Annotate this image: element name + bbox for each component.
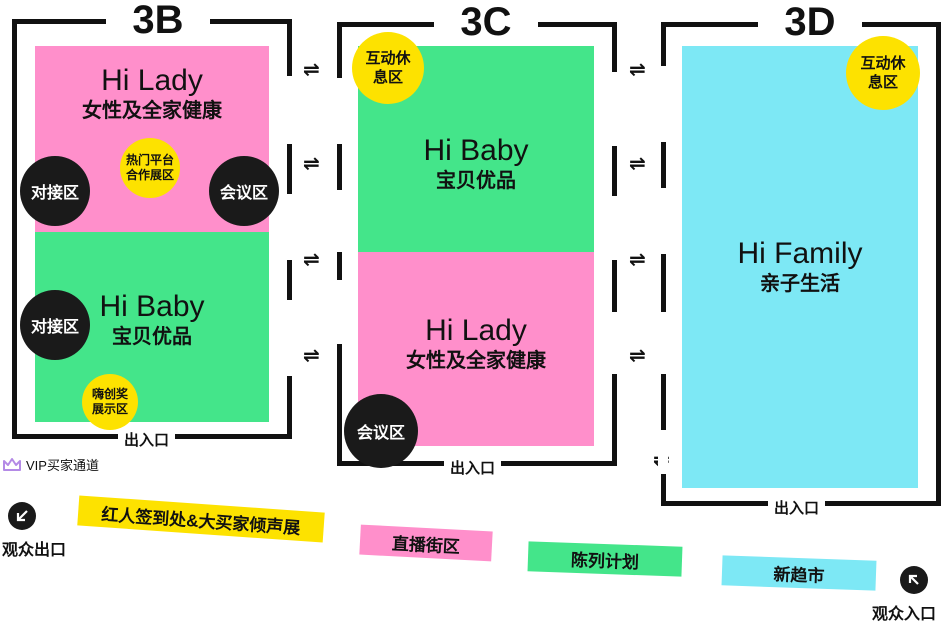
hall-3b-exit-label: 出入口 <box>118 429 176 450</box>
hall-3b-hi-baby-zone[interactable]: Hi Baby 宝贝优品 <box>35 232 269 422</box>
zone-title-zh: 女性及全家健康 <box>406 350 546 372</box>
audience-exit[interactable]: 观众出口 <box>2 502 66 560</box>
vip-channel[interactable]: VIP买家通道 <box>2 455 99 474</box>
hall-3d-door-gap-left-3 <box>658 312 668 374</box>
arrow-3b-3c-2: ⇌ <box>303 153 320 175</box>
arrow-3b-3c-3: ⇌ <box>303 249 320 271</box>
legend-exhibit-plan-tag: 陈列计划 <box>527 541 683 577</box>
hall-3c-door-gap-right-3 <box>610 312 622 374</box>
hall-3d-rest-area[interactable]: 互动休息区 <box>846 36 920 110</box>
crown-icon <box>2 457 22 473</box>
hall-3b-label: 3B <box>106 0 210 40</box>
zone-title-zh: 亲子生活 <box>760 273 840 295</box>
hall-3b-dock-area-top[interactable]: 对接区 <box>20 156 90 226</box>
legend-new-market-tag: 新趋市 <box>721 555 877 591</box>
arrow-3c-3d-1: ⇌ <box>629 59 646 81</box>
audience-entry[interactable]: 观众入口 <box>872 566 936 624</box>
hall-3c-rest-area[interactable]: 互动休息区 <box>352 32 424 104</box>
audience-entry-label: 观众入口 <box>872 606 937 623</box>
hall-3b-door-gap-right-2 <box>285 194 297 260</box>
hall-3c-door-gap-left-2 <box>334 190 344 252</box>
hall-3d-label: 3D <box>758 2 862 42</box>
arrow-3b-3c-4: ⇌ <box>303 345 320 367</box>
hall-3d-exit-label: 出入口 <box>768 497 826 518</box>
hall-3d-hi-family-zone[interactable]: Hi Family 亲子生活 <box>682 46 918 488</box>
hall-3b-innovation-area[interactable]: 嗨创奖展示区 <box>82 374 138 430</box>
hall-3b-platform-area[interactable]: 热门平台合作展区 <box>120 138 180 198</box>
hall-3b-dock-area-bottom[interactable]: 对接区 <box>20 290 90 360</box>
hall-3b-meeting-area[interactable]: 会议区 <box>209 156 279 226</box>
vip-channel-label: VIP买家通道 <box>26 458 99 473</box>
zone-title-en: Hi Baby <box>423 134 529 167</box>
hall-3c-label: 3C <box>434 2 538 42</box>
arrow-3c-3d-4: ⇌ <box>629 345 646 367</box>
hall-3c-door-gap-left-3 <box>334 280 344 344</box>
hall-3c-door-gap-left-1 <box>334 78 344 144</box>
arrow-down-left-icon <box>8 502 36 530</box>
hall-3d-door-gap-left-4 <box>658 430 668 474</box>
arrow-3c-3d-2: ⇌ <box>629 153 646 175</box>
hall-3b-door-gap-right-1 <box>285 76 297 144</box>
zone-title-zh: 宝贝优品 <box>112 326 192 348</box>
hall-3b-door-gap-right-3 <box>285 300 297 376</box>
zone-title-zh: 女性及全家健康 <box>82 100 222 122</box>
hall-3d-door-gap-left-2 <box>658 188 668 254</box>
legend-livestream-tag: 直播街区 <box>359 524 493 562</box>
audience-exit-label: 观众出口 <box>2 542 67 559</box>
hall-3c-exit-label: 出入口 <box>444 457 502 478</box>
zone-title-en: Hi Lady <box>101 64 203 97</box>
arrow-3c-3d-3: ⇌ <box>629 249 646 271</box>
legend-signin-tag: 红人签到处&大买家倾声展 <box>77 495 325 543</box>
zone-title-en: Hi Family <box>737 237 863 270</box>
hall-3d-door-gap-left-1 <box>658 66 668 142</box>
arrow-up-left-icon <box>900 566 929 594</box>
zone-title-en: Hi Baby <box>99 290 205 323</box>
hall-3c-door-gap-right-1 <box>610 72 622 146</box>
zone-title-en: Hi Lady <box>425 314 527 347</box>
arrow-3b-3c-1: ⇌ <box>303 59 320 81</box>
zone-title-zh: 宝贝优品 <box>436 170 516 192</box>
hall-3c-door-gap-right-2 <box>610 196 622 260</box>
hall-3c-meeting-area[interactable]: 会议区 <box>344 394 418 468</box>
